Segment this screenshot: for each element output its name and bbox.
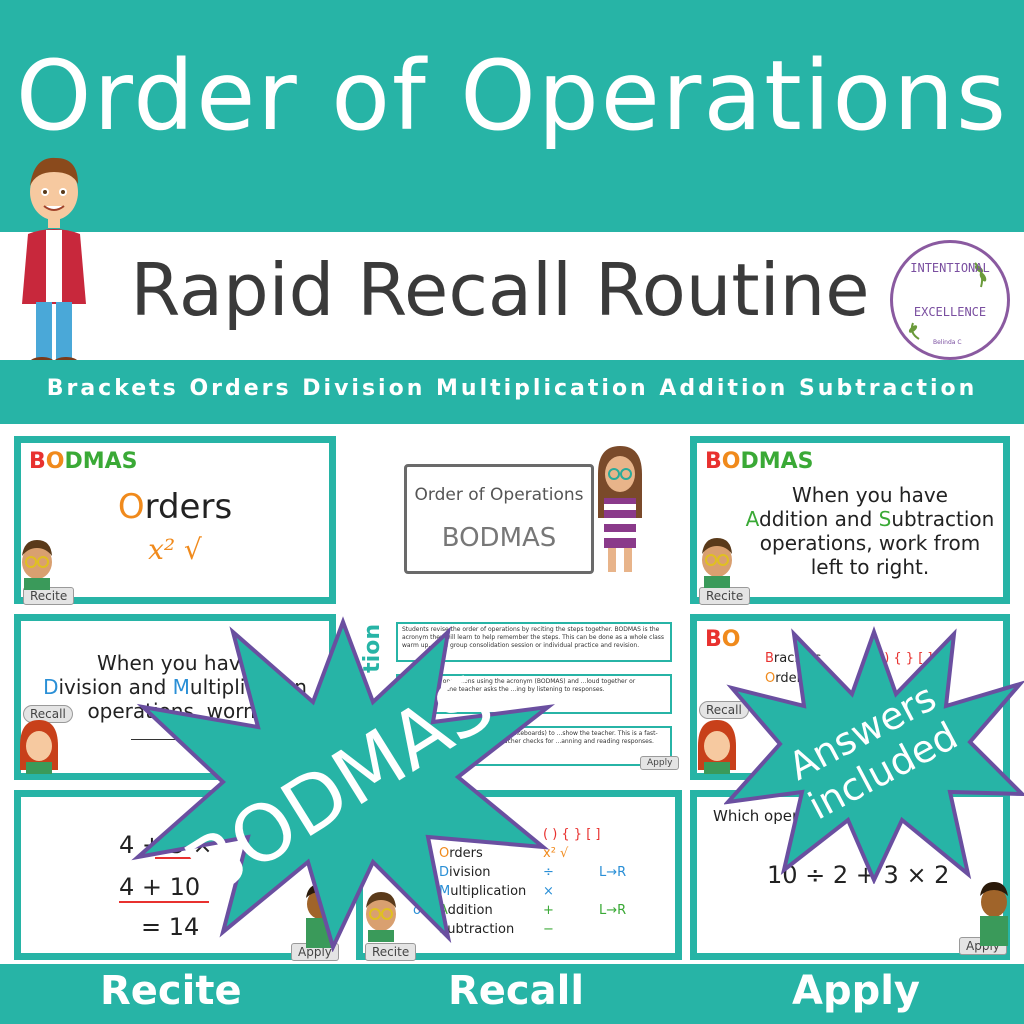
boy-apply-icon	[980, 882, 1008, 946]
work-line3: = 14	[141, 913, 200, 941]
card-header: BO	[705, 627, 741, 652]
redhead-girl-icon	[698, 720, 736, 774]
row-direction: L→R	[599, 865, 627, 880]
card-header: BODMAS	[705, 449, 814, 474]
redhead-girl-icon	[20, 720, 58, 774]
row-symbol: −	[543, 922, 554, 937]
girl-character-illustration	[598, 446, 642, 572]
row-label: Division	[439, 865, 491, 880]
work-underline	[155, 857, 199, 859]
cover-bodmas: BODMAS	[441, 523, 557, 553]
work-line2: 4 + 10	[119, 873, 201, 901]
footer-recall-label: Recall	[448, 968, 585, 1014]
card-text: When you have Addition and Subtraction o…	[745, 483, 995, 579]
logo-leaves-icon	[908, 262, 987, 340]
row-symbol: x² √	[543, 846, 569, 861]
page-subtitle: Rapid Recall Routine	[130, 248, 870, 332]
recall-tag: Recall	[699, 701, 749, 719]
logo-signature: Belinda C	[933, 339, 962, 346]
expression-text: 10 ÷ 2 + 3 × 2	[767, 861, 950, 889]
logo-line1: INTENTIONAL	[910, 261, 990, 275]
card-title: Orders	[117, 487, 233, 527]
header-band	[0, 0, 1024, 232]
intentional-excellence-logo: INTENTIONAL EXCELLENCE Belinda C	[890, 240, 1010, 360]
glasses-boy-icon	[702, 538, 732, 588]
row-symbol: ×	[543, 884, 554, 899]
card-math: x² √	[148, 533, 202, 566]
boy-character-illustration	[22, 157, 86, 367]
bodmas-starburst: BODMAS	[131, 616, 556, 952]
logo-line2: EXCELLENCE	[913, 305, 987, 319]
row-brackets-symbols: ( ) { } [ ]	[875, 651, 933, 666]
apply-tag: Apply	[640, 756, 680, 770]
glasses-boy-icon	[366, 892, 396, 942]
row-label: Orders	[439, 846, 483, 861]
answers-included-starburst: Answers included	[724, 626, 1024, 884]
row-symbol: ÷	[543, 865, 554, 880]
card-orders: BODMAS Orders x² √ Recite	[14, 436, 336, 605]
footer-band	[0, 964, 1024, 1024]
card-header: BODMAS	[29, 449, 138, 474]
row-direction: L→R	[599, 903, 627, 918]
recite-tag: Recite	[699, 587, 751, 605]
page-title: Order of Operations	[15, 40, 1009, 152]
cover-title: Order of Operations	[414, 485, 584, 505]
card-cover: Order of Operations BODMAS	[404, 464, 594, 574]
subtitle-band	[0, 232, 1024, 360]
footer-recite-label: Recite	[100, 968, 242, 1014]
table-row: Multiplication ×	[363, 884, 675, 903]
glasses-boy-icon	[22, 540, 52, 590]
recall-tag: Recall	[23, 705, 73, 723]
footer-apply-label: Apply	[792, 968, 921, 1014]
recite-tag: Recite	[365, 943, 417, 961]
acronym-words: Brackets Orders Division Multiplication …	[46, 376, 978, 401]
question-text: Which oper	[713, 807, 799, 825]
recite-tag: Recite	[23, 587, 75, 605]
row-symbol: +	[543, 903, 554, 918]
instructions-recite-box: Students revise the order of operations …	[396, 622, 672, 662]
row-label: Multiplication	[439, 884, 527, 899]
card-addition-subtraction: BODMAS When you have Addition and Subtra…	[690, 436, 1010, 605]
acronym-strip	[0, 360, 1024, 424]
table-row: Orders x² √	[363, 846, 675, 865]
row-symbol: ( ) { } [ ]	[543, 827, 601, 842]
work-underline	[119, 901, 209, 903]
